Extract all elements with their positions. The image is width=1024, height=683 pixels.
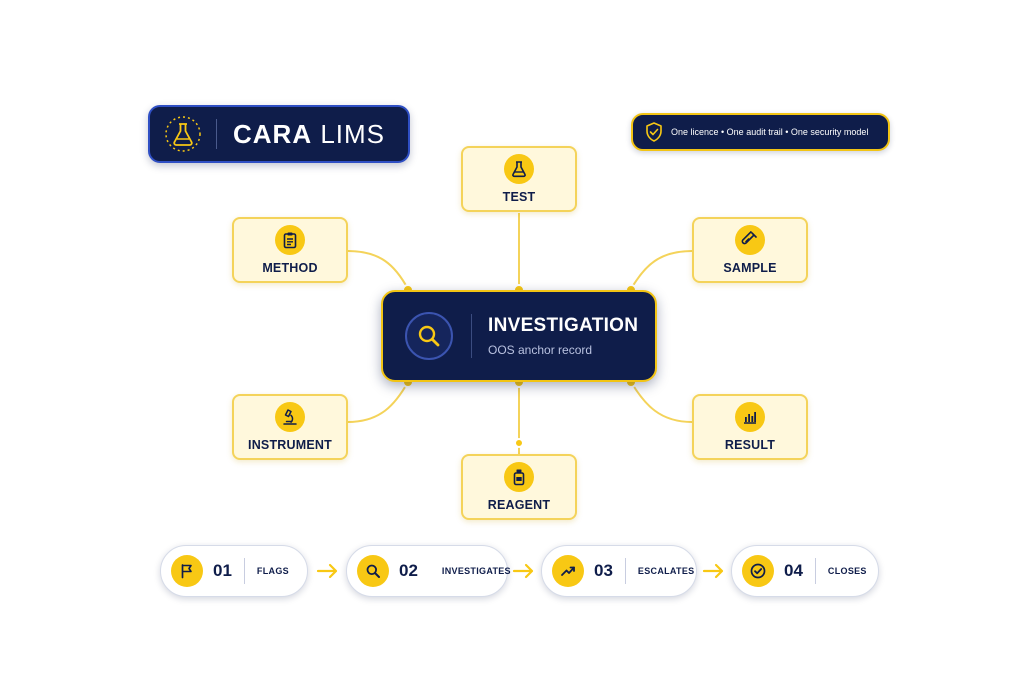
node-label: METHOD xyxy=(262,261,318,275)
node-instrument[interactable]: INSTRUMENT xyxy=(232,394,348,460)
arrow-right-icon xyxy=(702,563,724,579)
hub-title: INVESTIGATION xyxy=(488,315,639,336)
step-flags[interactable]: 01 FLAGS xyxy=(160,545,308,597)
flask-icon xyxy=(504,154,534,184)
flag-icon xyxy=(171,555,203,587)
brand-logo: CARA LIMS xyxy=(148,105,410,163)
tagline-text: One licence • One audit trail • One secu… xyxy=(671,127,869,137)
node-label: RESULT xyxy=(724,438,776,452)
node-sample[interactable]: SAMPLE xyxy=(692,217,808,283)
shield-check-icon xyxy=(646,122,662,142)
hub-divider xyxy=(471,314,472,358)
step-divider xyxy=(243,558,245,584)
hub-investigation[interactable]: INVESTIGATION OOS anchor record xyxy=(381,290,657,382)
step-label: ESCALATES xyxy=(637,566,695,576)
step-number: 04 xyxy=(784,561,803,580)
node-label: REAGENT xyxy=(487,498,551,512)
step-escalates[interactable]: 03 ESCALATES xyxy=(541,545,697,597)
step-closes[interactable]: 04 CLOSES xyxy=(731,545,879,597)
node-reagent[interactable]: REAGENT xyxy=(461,454,577,520)
step-label: CLOSES xyxy=(827,566,867,576)
node-method[interactable]: METHOD xyxy=(232,217,348,283)
node-label: TEST xyxy=(502,190,536,204)
microscope-icon xyxy=(275,402,305,432)
step-number: 02 xyxy=(399,561,418,580)
flask-icon xyxy=(150,107,216,161)
arrow-right-icon xyxy=(316,563,338,579)
step-number: 01 xyxy=(213,561,232,580)
clipboard-icon xyxy=(275,225,305,255)
test-tube-icon xyxy=(735,225,765,255)
step-divider xyxy=(814,558,816,584)
check-circle-icon xyxy=(742,555,774,587)
step-label: FLAGS xyxy=(256,566,289,576)
node-result[interactable]: RESULT xyxy=(692,394,808,460)
bar-chart-icon xyxy=(735,402,765,432)
node-label: SAMPLE xyxy=(723,261,777,275)
step-number: 03 xyxy=(594,561,613,580)
bottle-icon xyxy=(504,462,534,492)
search-icon xyxy=(357,555,389,587)
step-divider xyxy=(624,558,626,584)
step-investigates[interactable]: 02 INVESTIGATES xyxy=(346,545,511,597)
trend-up-icon xyxy=(552,555,584,587)
node-label: INSTRUMENT xyxy=(248,438,332,452)
brand-name: CARA LIMS xyxy=(233,118,386,149)
tagline-badge: One licence • One audit trail • One secu… xyxy=(631,113,890,151)
node-test[interactable]: TEST xyxy=(461,146,577,212)
brand-divider xyxy=(216,119,217,149)
search-icon xyxy=(405,312,453,360)
step-label: INVESTIGATES xyxy=(441,566,511,576)
arrow-right-icon xyxy=(512,563,534,579)
hub-subtitle: OOS anchor record xyxy=(488,343,593,357)
